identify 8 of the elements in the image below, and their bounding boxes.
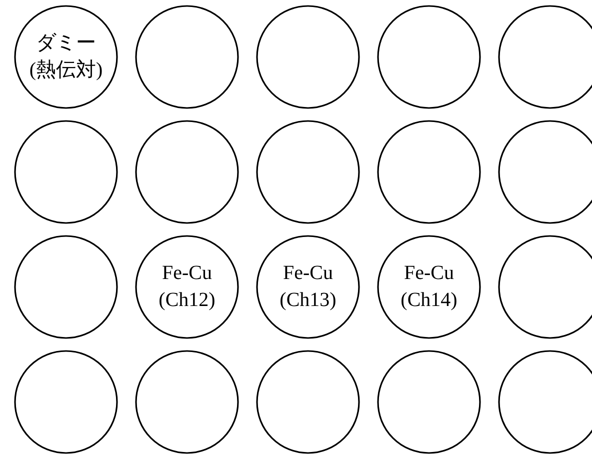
circle-label: (Ch13) (280, 288, 336, 313)
circle-label: (Ch14) (400, 288, 458, 313)
circle-label: ダミー (36, 31, 96, 56)
circle-label: (Ch12) (158, 288, 216, 313)
circle-label: Fe-Cu (162, 261, 212, 286)
circle-label: Fe-Cu (283, 261, 333, 286)
circle-label: Fe-Cu (404, 261, 454, 286)
circle-label: (熱伝対) (29, 58, 103, 83)
